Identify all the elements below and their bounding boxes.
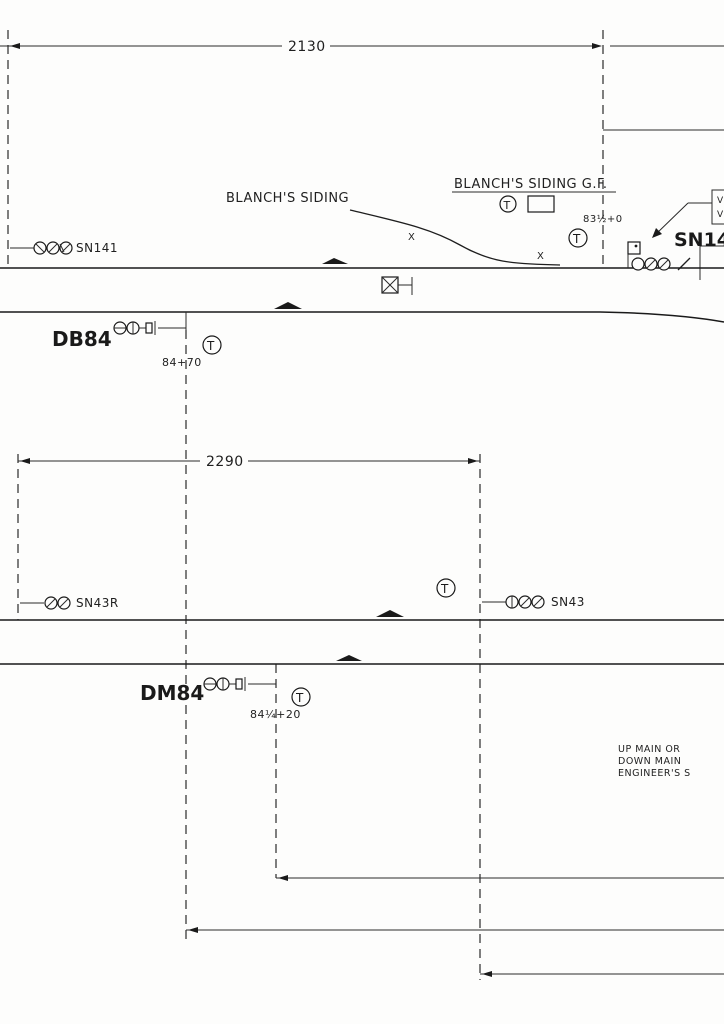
bottom-dimension-3 [480,971,724,977]
ground-frame-telephone-icon: T [499,195,517,213]
svg-text:T: T [503,199,511,212]
signal-sn43r [20,596,71,610]
box-edge-top-right-2 [699,245,724,280]
track-marker-2 [274,302,302,309]
ground-frame-hut-icon [527,195,555,213]
ground-frame-label: BLANCH'S SIDING G.F. [454,177,607,192]
points-mark-1: X [408,232,415,243]
svg-text:V: V [717,210,724,220]
signal-db84 [113,312,187,335]
blanchs-siding-track [349,209,561,266]
bottom-dimension-2 [186,927,724,933]
dimension-2130-label: 2130 [288,39,326,55]
telephone-icon-sn43: T [436,578,456,598]
signal-sn43 [482,595,545,609]
note-box-right [711,189,724,225]
mileage-84-quarter-20: 84¼+20 [250,708,301,721]
dimension-2130: 2130 [0,39,724,55]
svg-text:T: T [295,691,304,705]
svg-text:T: T [206,339,215,353]
telephone-icon-db84: T [202,335,222,355]
level-crossing-icon [381,276,413,295]
svg-text:T: T [440,582,449,596]
signal-db84-label: DB84 [52,327,112,351]
svg-text:T: T [572,232,581,246]
signal-sn43-label: SN43 [551,595,585,609]
signal-sn14-partial [627,241,691,271]
dimension-2290-label: 2290 [206,454,244,470]
signal-dm84 [203,677,276,691]
track-marker-1 [322,258,348,264]
mileage-84-70: 84+70 [162,356,202,369]
signal-sn43r-label: SN43R [76,596,119,610]
note-line-2: DOWN MAIN [618,756,681,767]
telephone-icon-dm84: T [291,687,311,707]
track-marker-3 [376,610,404,617]
dimension-2290: 2290 [18,454,480,470]
svg-text:V: V [717,196,724,206]
track-marker-4 [336,655,362,661]
signal-dm84-label: DM84 [140,681,204,705]
blanchs-siding-label: BLANCH'S SIDING [226,191,349,206]
bottom-dimension-1 [276,875,724,881]
telephone-icon-3: T [568,228,588,248]
signal-sn141 [10,241,73,255]
track-line-2 [0,311,724,323]
note-line-1: UP MAIN OR [618,744,680,755]
points-mark-2: X [537,251,544,262]
pointer-arrow [653,202,689,237]
signal-sn14-label: SN14 [674,229,724,251]
note-line-3: ENGINEER'S S [618,768,691,779]
signal-sn141-label: SN141 [76,241,118,255]
mileage-83-half: 83½+0 [583,213,623,225]
